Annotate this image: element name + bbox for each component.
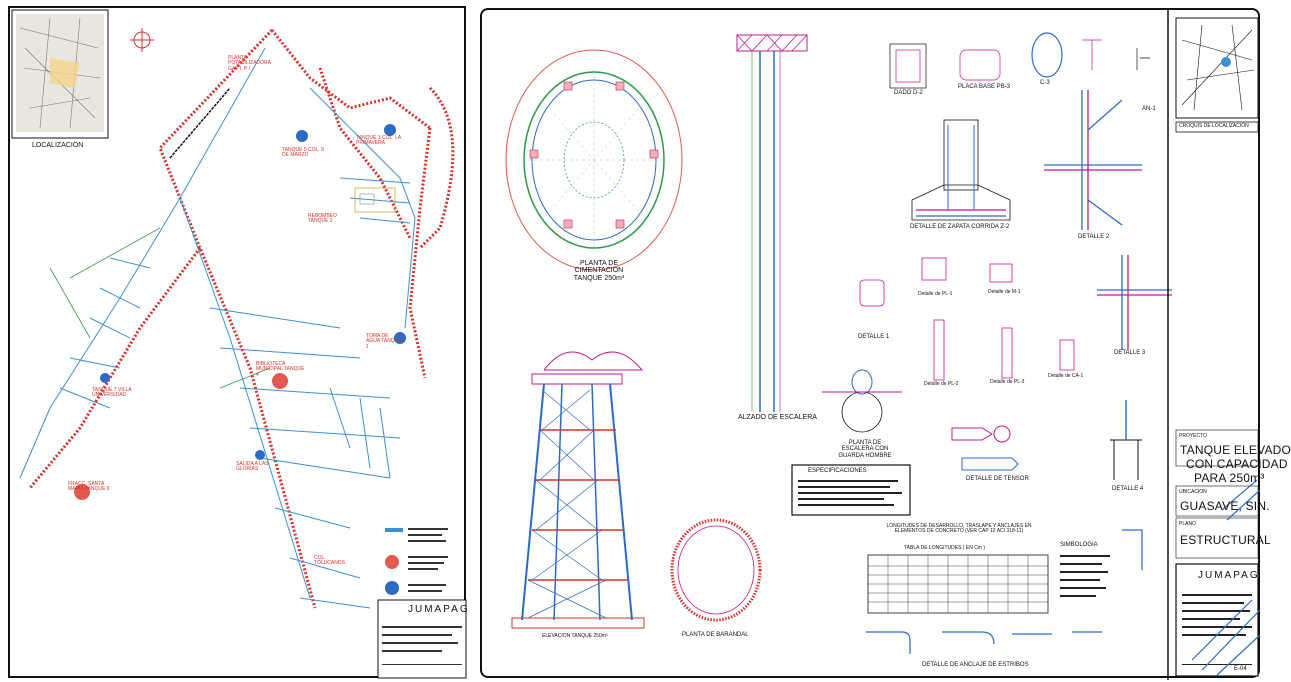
label-tanque3: TANQUE 3 COL. LA PRIMAVERA <box>356 135 401 147</box>
label-alzado-escalera: ALZADO DE ESCALERA <box>738 414 817 421</box>
label-planta-escalera: PLANTA DE ESCALERA CON GUARDA HOMBRE <box>838 440 892 459</box>
label-fracc: FRACC. SANTA MARIA TANQUE 6 <box>68 481 110 493</box>
label-placa-base: PLACA BASE PB-3 <box>958 84 1011 90</box>
plano-label: PLANO <box>1179 521 1196 527</box>
label-detalle3: DETALLE 3 <box>1114 350 1146 356</box>
sheet-code: E-04 <box>1234 666 1247 672</box>
croquis-label: CROQUIS DE LOCALIZACION <box>1179 123 1249 129</box>
label-rebombeo: REBOMBEO TANQUE 2 <box>308 213 337 225</box>
project-title-line2: CON CAPACIDAD <box>1186 457 1288 471</box>
label-dado: DADO D-2 <box>894 90 923 96</box>
label-pl2: Detalle de PL-2 <box>924 381 959 387</box>
label-detalle-tensor: DETALLE DE TENSOR <box>966 476 1029 482</box>
label-an1: AN-1 <box>1142 106 1156 112</box>
label-detalle-anclaje: DETALLE DE ANCLAJE DE ESTRIBOS <box>922 662 1029 668</box>
label-especificaciones: ESPECIFICACIONES <box>808 468 867 474</box>
label-simbologia: SIMBOLOGIA <box>1060 542 1098 548</box>
label-tabla: TABLA DE LONGITUDES ( EN Cm ) <box>904 545 986 551</box>
label-salida: SALIDA A LAS GLORIAS <box>236 461 269 473</box>
label-detalle1: DETALLE 1 <box>858 334 890 340</box>
label-ca1: Detalle de CA-1 <box>1048 373 1084 379</box>
label-longitudes: LONGITUDES DE DESARROLLO, TRASLAPE Y ANC… <box>886 523 1032 535</box>
label-biblioteca: BIBLIOTECA MUNICIPAL TANQUE 4 <box>256 361 305 378</box>
label-detalle4: DETALLE 4 <box>1112 486 1144 492</box>
label-detalle2: DETALLE 2 <box>1078 234 1110 240</box>
label-planta: PLANTA POTABILIZADORA GAP I, P I <box>228 55 271 72</box>
label-pl3: Detalle de PL-3 <box>990 379 1025 385</box>
label-detalle-zapata: DETALLE DE ZAPATA CORRIDA Z-2 <box>910 224 1010 230</box>
structural-drawings <box>505 10 1261 680</box>
proyecto-label: PROYECTO <box>1179 433 1207 439</box>
label-col: COL. TOLUCANOS <box>314 555 346 567</box>
project-title-line1: TANQUE ELEVADO <box>1180 443 1291 457</box>
right-drawing-sheet: PLANTA DE CIMENTACION TANQUE 250m³ ALZAD… <box>480 8 1291 680</box>
plan-type: ESTRUCTURAL <box>1180 533 1271 547</box>
left-brand-logo: JUMAPAG <box>408 604 470 615</box>
network-map <box>11 9 467 679</box>
label-planta-barandal: PLANTA DE BARANDAL <box>682 632 749 638</box>
label-pl1: Detalle de PL-1 <box>918 291 953 297</box>
label-tanque5: TANQUE 5 COL. 8 DE MARZO <box>282 147 324 159</box>
label-c3: C-3 <box>1040 80 1050 86</box>
label-m1: Detalle de M-1 <box>988 289 1021 295</box>
project-location: GUASAVE, SIN. <box>1180 499 1270 513</box>
label-tanque7: TANQUE 7 VILLA UNIVERSIDAD <box>92 387 132 399</box>
right-brand-logo: JUMAPAG <box>1198 570 1260 581</box>
location-label: LOCALIZACION <box>32 142 84 149</box>
project-title-line3: PARA 250m³ <box>1194 471 1265 485</box>
label-elevacion: ELEVACION TANQUE 250m³ <box>542 633 608 639</box>
left-drawing-sheet: LOCALIZACION JUMAPAG PLANTA POTABILIZADO… <box>8 6 468 679</box>
label-toma: TOMA DE AGUA TANQUE 1 <box>366 333 402 350</box>
label-planta-cimentacion: PLANTA DE CIMENTACION TANQUE 250m³ <box>573 260 625 282</box>
ubicacion-label: UBICACION <box>1179 489 1207 495</box>
